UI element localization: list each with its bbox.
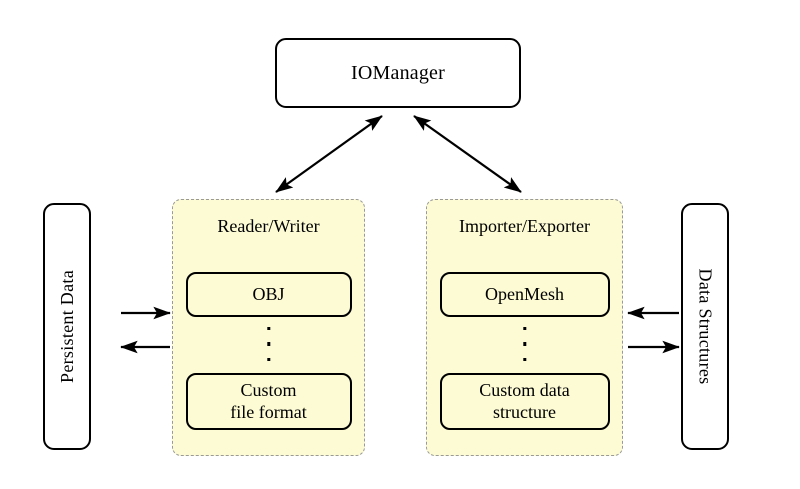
ellipsis-importer-exporter	[522, 327, 527, 361]
connector-manager-importer-exporter	[413, 115, 522, 193]
node-custom-data-structure-line-2: structure	[493, 401, 556, 422]
node-persistent-data-label: Persistent Data	[56, 270, 77, 383]
group-reader-writer[interactable]: Reader/Writer OBJ Custom file format	[172, 199, 365, 456]
node-custom-data-structure-label: Custom data structure	[479, 380, 570, 422]
node-obj-label: OBJ	[252, 283, 285, 304]
ellipsis-dot	[522, 327, 527, 331]
node-custom-file-format-line-1: Custom	[240, 380, 297, 401]
node-iomanager-label: IOManager	[351, 61, 445, 84]
ellipsis-dot	[266, 342, 271, 346]
node-custom-file-format-line-2: file format	[230, 401, 307, 422]
node-custom-file-format-label: Custom file format	[230, 380, 306, 422]
node-data-structures-label: Data Structures	[695, 268, 716, 385]
node-data-structures[interactable]: Data Structures	[681, 203, 729, 450]
group-reader-writer-title: Reader/Writer	[217, 216, 320, 236]
node-openmesh-label: OpenMesh	[485, 283, 564, 304]
group-importer-exporter[interactable]: Importer/Exporter OpenMesh Custom data s…	[426, 199, 623, 456]
ellipsis-dot	[266, 327, 271, 331]
node-obj[interactable]: OBJ	[185, 272, 352, 317]
ellipsis-dot	[266, 357, 271, 361]
node-custom-data-structure[interactable]: Custom data structure	[439, 373, 610, 430]
node-persistent-data[interactable]: Persistent Data	[43, 203, 91, 450]
node-iomanager[interactable]: IOManager	[275, 38, 521, 108]
ellipsis-reader-writer	[266, 327, 271, 361]
ellipsis-dot	[522, 342, 527, 346]
ellipsis-dot	[522, 357, 527, 361]
node-openmesh[interactable]: OpenMesh	[439, 272, 610, 317]
node-custom-data-structure-line-1: Custom data	[479, 380, 570, 401]
node-custom-file-format[interactable]: Custom file format	[185, 373, 352, 430]
connector-manager-reader-writer	[275, 115, 383, 193]
group-importer-exporter-title: Importer/Exporter	[459, 216, 590, 236]
